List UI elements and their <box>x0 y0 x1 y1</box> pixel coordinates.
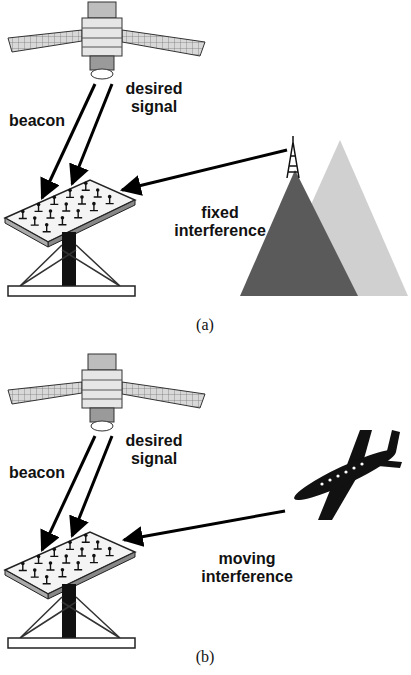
signal-label: desired signal <box>118 80 190 116</box>
signal-label: moving interference <box>192 550 302 586</box>
signal-label: fixed interference <box>168 204 272 240</box>
antenna-array <box>5 180 135 296</box>
airplane <box>290 430 402 520</box>
satellite <box>8 2 205 79</box>
signal-arrow <box>72 84 112 184</box>
beacon-arrow <box>42 84 95 198</box>
beacon-arrow <box>42 436 95 550</box>
signal-label: beacon <box>6 464 68 482</box>
panel-caption: (b) <box>185 648 225 666</box>
signal-label: desired signal <box>118 432 190 468</box>
signal-label: beacon <box>6 112 68 130</box>
antenna-array <box>5 532 135 648</box>
panel-caption: (a) <box>185 316 225 334</box>
tower <box>287 136 299 178</box>
signal-arrow <box>72 436 112 536</box>
satellite <box>8 354 205 431</box>
interference-arrow <box>122 150 287 190</box>
interference-arrow <box>124 511 285 540</box>
